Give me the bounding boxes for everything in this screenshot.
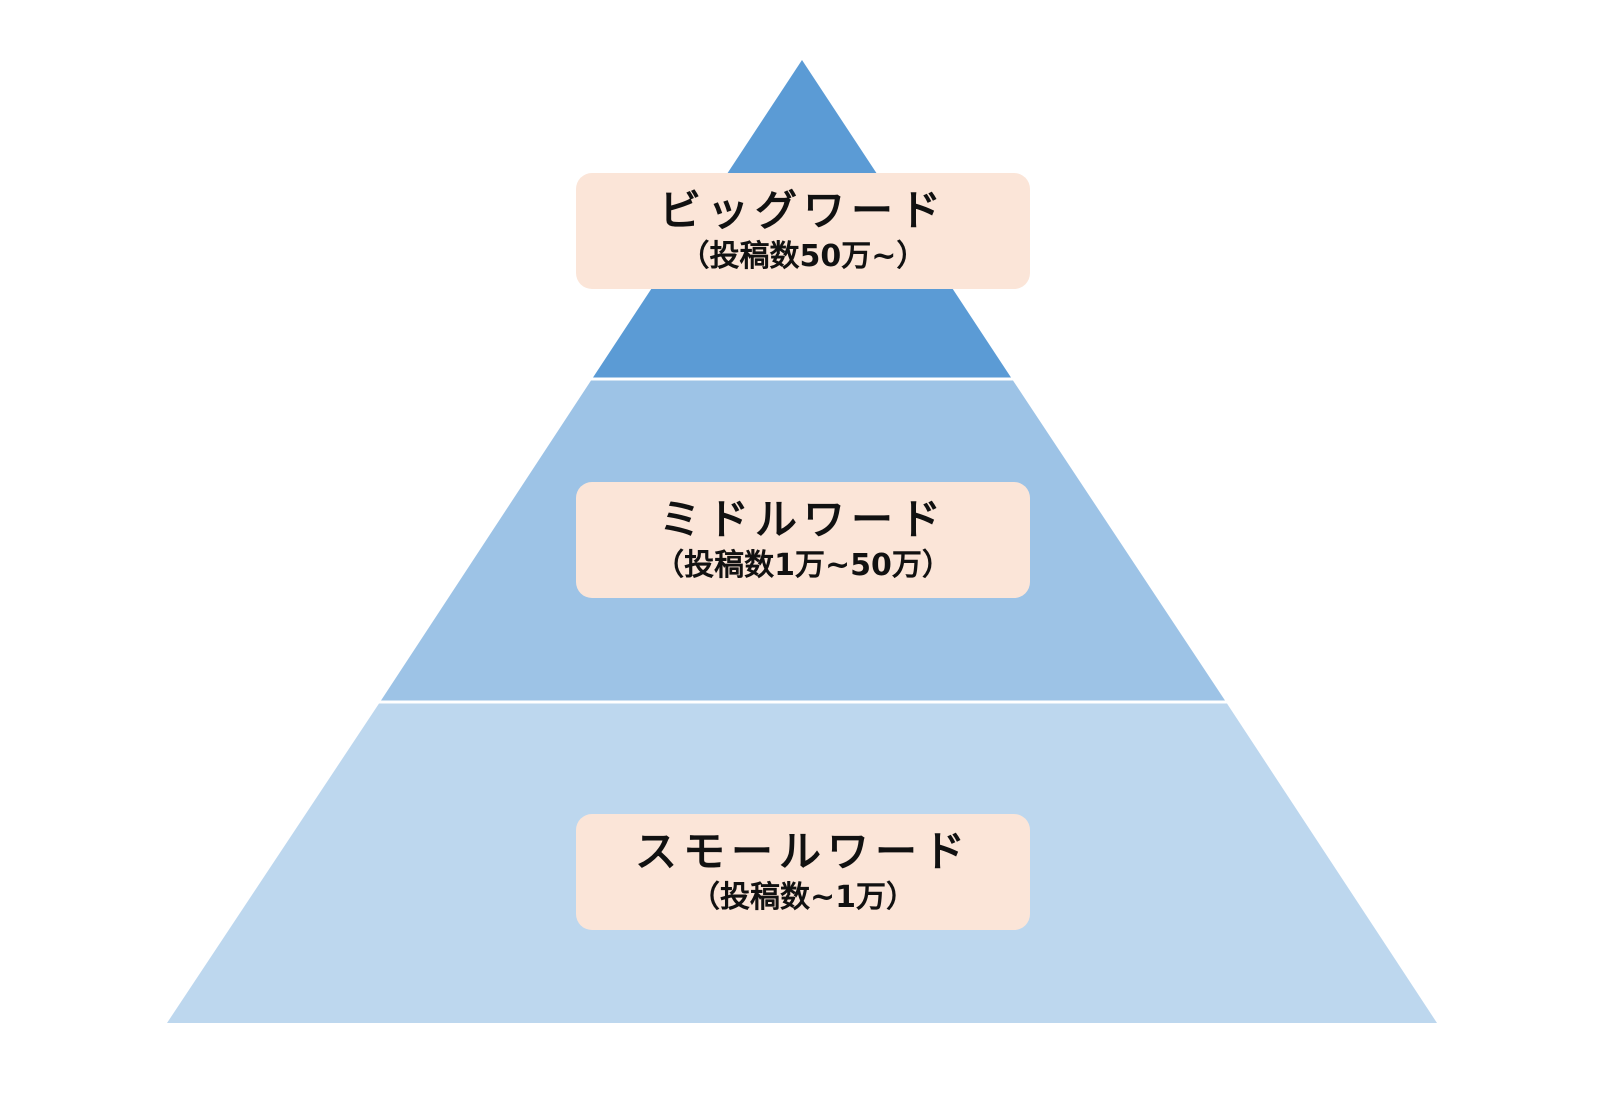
small-word-label: スモールワード （投稿数~1万） [576,814,1030,930]
big-word-title: ビッグワード [658,186,947,235]
middle-word-label: ミドルワード （投稿数1万~50万） [576,482,1030,598]
middle-word-title: ミドルワード [658,495,947,544]
big-word-post-count: （投稿数50万~） [679,239,927,274]
middle-word-post-count: （投稿数1万~50万） [654,548,952,583]
big-word-label: ビッグワード （投稿数50万~） [576,173,1030,289]
small-word-post-count: （投稿数~1万） [689,880,916,915]
small-word-title: スモールワード [634,827,971,876]
